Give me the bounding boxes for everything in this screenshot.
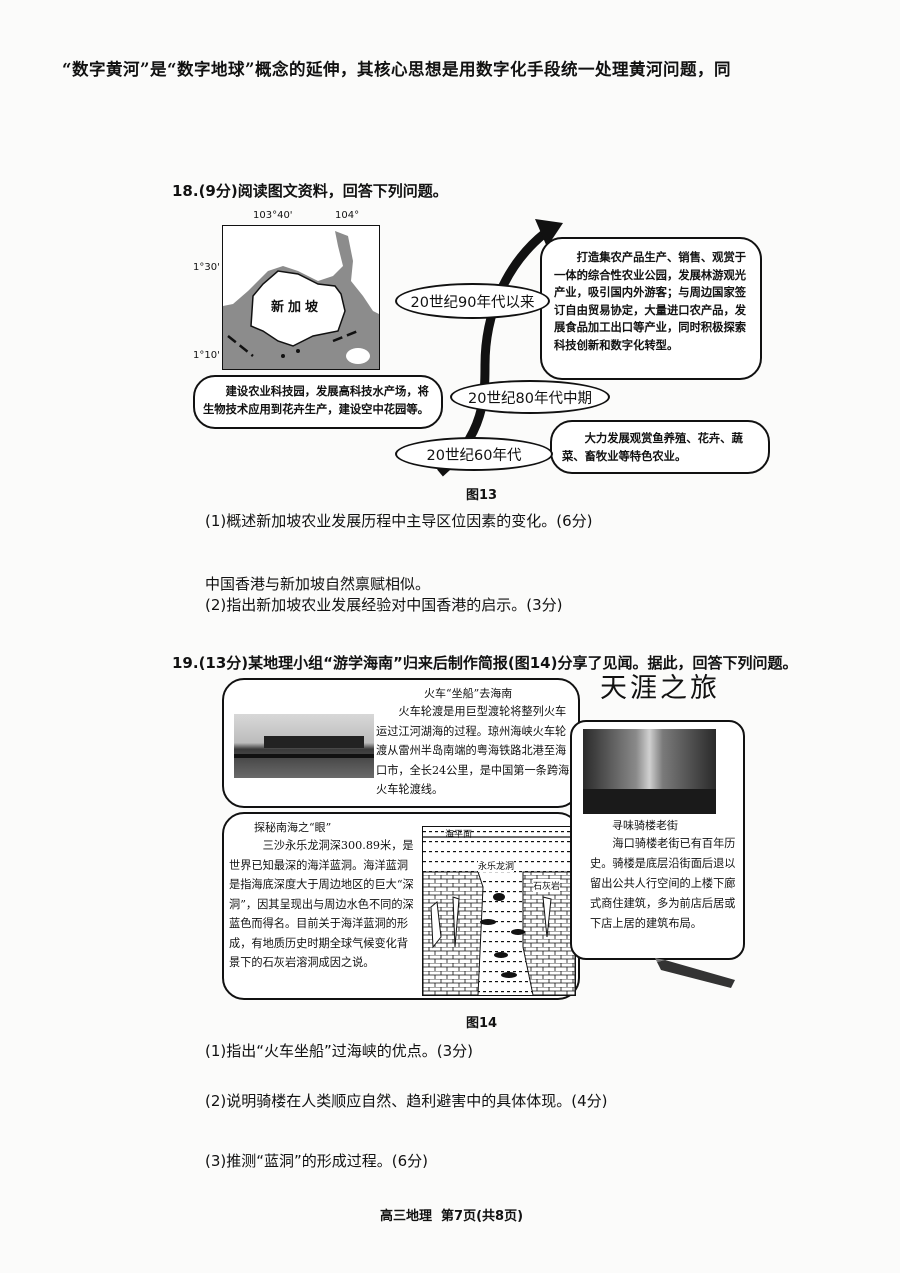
lat-label: 1°10' bbox=[193, 350, 220, 361]
figure-13-caption: 图13 bbox=[466, 488, 498, 503]
q19-title: 19.(13分)某地理小组“游学海南”归来后制作简报(图14)分享了见闻。据此，… bbox=[172, 654, 798, 672]
q19-sub2: (2)说明骑楼在人类顺应自然、趋利避害中的具体体现。(4分) bbox=[205, 1092, 608, 1110]
arcade-box: 寻味骑楼老街 海口骑楼老街已有百年历史。骑楼是底层沿街面后退以留出公共人行空间的… bbox=[570, 720, 745, 960]
lat-label: 1°30' bbox=[193, 262, 220, 273]
stage-text: 建设农业科技园，发展高科技水产场，将生物技术应用到花卉生产，建设空中花园等。 bbox=[203, 384, 429, 416]
singapore-map: 新加坡 bbox=[222, 225, 380, 370]
stage-box-80s: 建设农业科技园，发展高科技水产场，将生物技术应用到花卉生产，建设空中花园等。 bbox=[193, 375, 443, 429]
stage-text: 打造集农产品生产、销售、观赏于一体的综合性农业公园，发展林游观光产业，吸引国内外… bbox=[554, 250, 747, 352]
train-text: 火车轮渡是用巨型渡轮将整列火车运过江河湖海的过程。琼州海峡火车轮渡从雷州半岛南端… bbox=[376, 705, 570, 796]
q19-sub3: (3)推测“蓝洞”的形成过程。(6分) bbox=[205, 1152, 429, 1170]
q18-note: 中国香港与新加坡自然禀赋相似。 bbox=[205, 575, 431, 593]
arcade-street-photo bbox=[583, 729, 716, 814]
pencil-icon bbox=[655, 958, 735, 988]
header-line: “数字黄河”是“数字地球”概念的延伸，其核心思想是用数字化手段统一处理黄河问题，… bbox=[62, 60, 731, 79]
hole-label: 永乐龙洞 bbox=[478, 859, 515, 872]
bluehole-box: 探秘南海之“眼” 三沙永乐龙洞深300.89米，是世界已知最深的海洋蓝洞。海洋蓝… bbox=[222, 812, 580, 1000]
figure-14-caption: 图14 bbox=[466, 1016, 498, 1031]
stage-box-90s: 打造集农产品生产、销售、观赏于一体的综合性农业公园，发展林游观光产业，吸引国内外… bbox=[540, 237, 762, 380]
bluehole-diagram: 海平面 永乐龙洞 石灰岩 bbox=[422, 826, 576, 996]
train-heading: 火车“坐船”去海南 bbox=[424, 687, 513, 700]
rock-label: 石灰岩 bbox=[533, 879, 561, 892]
train-box: 火车“坐船”去海南 火车轮渡是用巨型渡轮将整列火车运过江河湖海的过程。琼州海峡火… bbox=[222, 678, 580, 808]
lon-label: 103°40' bbox=[253, 210, 293, 221]
bluehole-cross-section bbox=[423, 827, 575, 995]
q18-title: 18.(9分)阅读图文资料，回答下列问题。 bbox=[172, 182, 448, 200]
map-place-label: 新加坡 bbox=[271, 300, 323, 315]
q18-sub1: (1)概述新加坡农业发展历程中主导区位因素的变化。(6分) bbox=[205, 512, 593, 530]
q18-sub2: (2)指出新加坡农业发展经验对中国香港的启示。(3分) bbox=[205, 596, 563, 614]
bluehole-text: 三沙永乐龙洞深300.89米，是世界已知最深的海洋蓝洞。海洋蓝洞是指海底深度大于… bbox=[229, 839, 414, 969]
stage-box-60s: 大力发展观赏鱼养殖、花卉、蔬菜、畜牧业等特色农业。 bbox=[550, 420, 770, 474]
sea-level-label: 海平面 bbox=[445, 830, 473, 840]
q19-sub1: (1)指出“火车坐船”过海峡的优点。(3分) bbox=[205, 1042, 474, 1060]
arcade-text: 海口骑楼老街已有百年历史。骑楼是底层沿街面后退以留出公共人行空间的上楼下廊式商住… bbox=[590, 837, 736, 930]
page-footer: 高三地理 第7页(共8页) bbox=[380, 1209, 524, 1224]
bluehole-heading: 探秘南海之“眼” bbox=[254, 821, 332, 834]
stage-text: 大力发展观赏鱼养殖、花卉、蔬菜、畜牧业等特色农业。 bbox=[562, 431, 743, 463]
map-shape bbox=[223, 226, 379, 369]
stage-period-90s: 20世纪90年代以来 bbox=[395, 283, 550, 319]
stage-period-80s: 20世纪80年代中期 bbox=[450, 380, 610, 414]
arcade-heading: 寻味骑楼老街 bbox=[612, 819, 678, 832]
lon-label: 104° bbox=[335, 210, 360, 221]
train-ferry-photo bbox=[234, 714, 374, 778]
poster-title: 天涯之旅 bbox=[600, 673, 720, 704]
figure-13: 新加坡 103°40' 104° 1°30' 1°10' 打造集农产品生产、销售… bbox=[185, 205, 785, 485]
stage-period-60s: 20世纪60年代 bbox=[395, 437, 553, 471]
